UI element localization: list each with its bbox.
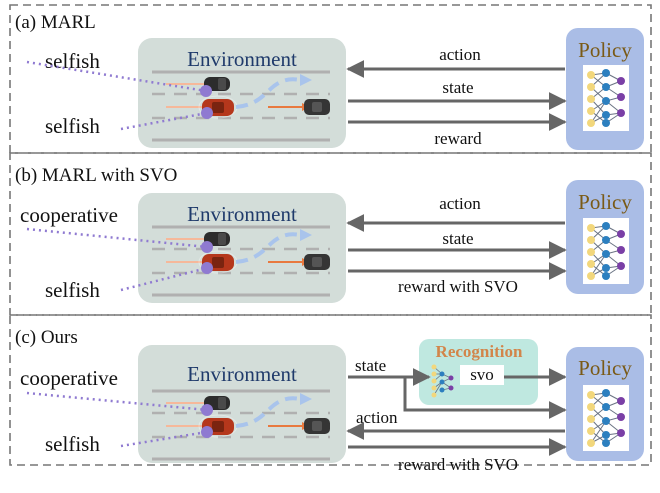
agent-dot-2 xyxy=(201,107,213,119)
environment-label: Environment xyxy=(187,202,297,226)
agent-link-1 xyxy=(26,391,208,412)
agent-link-1 xyxy=(26,60,207,93)
panel-b: (b) MARL with SVO Environment cooperativ… xyxy=(15,165,644,303)
svo-label: svo xyxy=(470,365,494,384)
state-label: state xyxy=(442,78,473,97)
action-label: action xyxy=(439,194,481,213)
panel-c-frame xyxy=(9,314,652,466)
policy-label: Policy xyxy=(578,190,632,214)
agent-link-2 xyxy=(120,430,208,448)
svo-box xyxy=(460,365,504,385)
policy-network-icon xyxy=(582,64,630,132)
agent-label-2: selfish xyxy=(45,114,100,138)
reward-label: reward with SVO xyxy=(398,277,518,296)
reward-label: reward xyxy=(434,129,482,148)
policy-label: Policy xyxy=(578,38,632,62)
agent-dot-2 xyxy=(201,426,213,438)
panel-c: (c) Ours Environment cooperative selfish… xyxy=(15,327,644,474)
agent-dot-2 xyxy=(201,262,213,274)
policy-network-icon xyxy=(582,384,630,452)
panel-c-title: (c) Ours xyxy=(15,327,78,348)
policy-network-icon xyxy=(582,217,630,285)
agent-link-2 xyxy=(120,266,208,292)
environment-box xyxy=(138,345,346,463)
agent-label-1: cooperative xyxy=(20,366,118,390)
agent-dot-1 xyxy=(201,241,213,253)
agent-dot-1 xyxy=(200,85,212,97)
reward-label: reward with SVO xyxy=(398,455,518,474)
state-arrow xyxy=(348,375,567,419)
panel-b-title: (b) MARL with SVO xyxy=(15,165,177,186)
panel-b-frame xyxy=(9,152,652,316)
agent-link-1 xyxy=(26,227,208,249)
state-label: state xyxy=(442,229,473,248)
environment-label: Environment xyxy=(187,47,297,71)
agent-link-2 xyxy=(120,111,208,131)
environment-label: Environment xyxy=(187,362,297,386)
agent-label-1: cooperative xyxy=(20,203,118,227)
agent-label-2: selfish xyxy=(45,432,100,456)
action-label: action xyxy=(356,408,398,427)
panel-a-title: (a) MARL xyxy=(15,12,96,33)
agent-label-1: selfish xyxy=(45,49,100,73)
recognition-label: Recognition xyxy=(436,342,523,361)
state-label: state xyxy=(355,356,386,375)
panel-a-frame xyxy=(9,4,652,154)
agent-dot-1 xyxy=(201,404,213,416)
policy-label: Policy xyxy=(578,356,632,380)
action-label: action xyxy=(439,45,481,64)
agent-label-2: selfish xyxy=(45,278,100,302)
panel-a: (a) MARL Environment selfish selfish Pol… xyxy=(15,12,644,150)
